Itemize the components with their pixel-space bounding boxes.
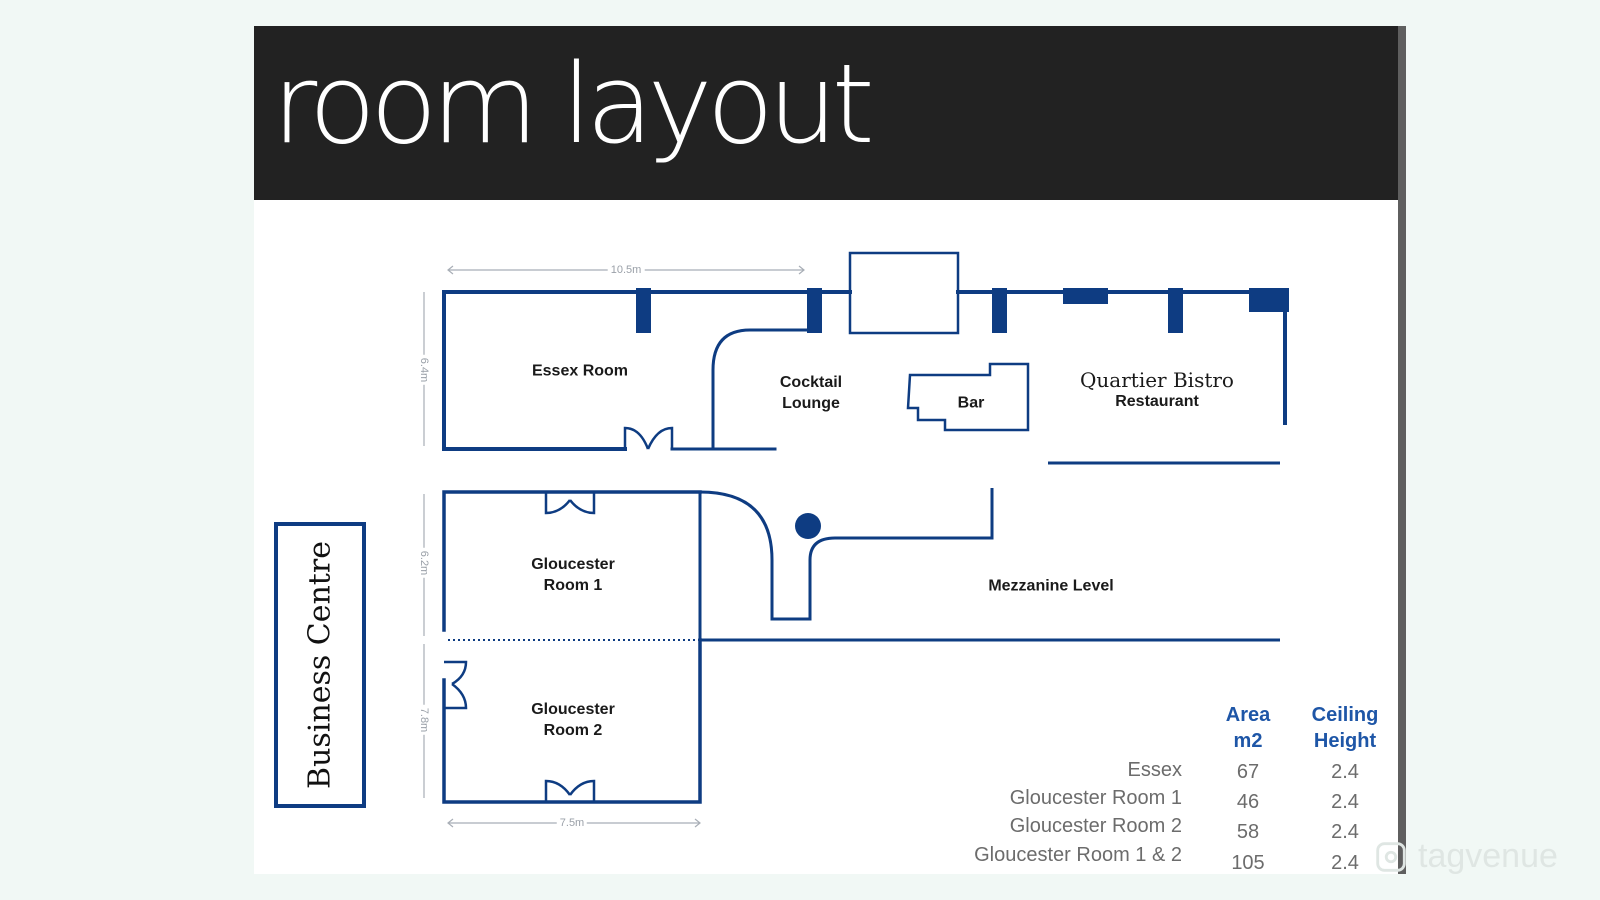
bar-label: Bar xyxy=(957,394,985,412)
g1-door xyxy=(544,492,596,515)
page-title: room layout xyxy=(272,40,875,168)
g2-side-door xyxy=(444,660,468,710)
pillar xyxy=(636,288,651,333)
watermark-text: tagvenue xyxy=(1418,837,1558,875)
g2-door xyxy=(544,779,596,802)
row-height: 2.4 xyxy=(1331,761,1359,783)
dimension-essex-height: 6.4m xyxy=(418,354,430,386)
pillar xyxy=(1168,288,1183,333)
header-bar: room layout xyxy=(254,26,1398,200)
row-name: Gloucester Room 1 & 2 xyxy=(974,844,1182,866)
essex-left-wall xyxy=(442,290,627,451)
quartier-bistro-label: Quartier Bistro Restaurant xyxy=(1080,368,1234,411)
row-height: 2.4 xyxy=(1331,821,1359,843)
gloucester-room-1-label: Gloucester Room 1 xyxy=(531,556,615,594)
essex-room-label: Essex Room xyxy=(531,362,629,380)
row-name: Gloucester Room 1 xyxy=(1009,787,1182,809)
pillar xyxy=(1249,288,1289,312)
display-box xyxy=(848,251,960,335)
cocktail-lounge-label: Cocktail Lounge xyxy=(779,374,843,412)
cocktail-curved-wall xyxy=(711,328,812,449)
essex-door xyxy=(623,426,674,450)
business-centre-label: Business Centre xyxy=(302,541,338,789)
business-centre-box: Business Centre xyxy=(274,522,366,808)
mezzanine-curved-wall xyxy=(699,488,994,621)
tagvenue-logo-icon xyxy=(1376,841,1406,872)
pillar xyxy=(807,288,822,333)
row-area: 105 xyxy=(1231,852,1265,874)
row-height: 2.4 xyxy=(1331,852,1359,874)
mezzanine-level-label: Mezzanine Level xyxy=(988,577,1114,595)
tagvenue-watermark: tagvenue xyxy=(1372,837,1558,876)
row-name: Essex xyxy=(1127,759,1182,781)
page-edge-shadow xyxy=(1398,26,1406,874)
column xyxy=(795,513,821,539)
gloucester-room-2-label: Gloucester Room 2 xyxy=(531,701,615,739)
bar-counter xyxy=(906,362,1030,432)
ceiling-height-header: Ceiling Height xyxy=(1311,704,1379,752)
pillar xyxy=(1063,288,1108,304)
row-name: Gloucester Room 2 xyxy=(1009,815,1182,837)
row-area: 58 xyxy=(1236,821,1260,843)
dimension-g1-height: 6.2m xyxy=(418,547,430,579)
area-header: Area m2 xyxy=(1225,704,1271,752)
dimension-top-width: 10.5m xyxy=(607,264,645,276)
row-height: 2.4 xyxy=(1331,791,1359,813)
row-area: 67 xyxy=(1236,761,1260,783)
gloucester-walls xyxy=(442,490,702,804)
dimension-g2-height: 7.8m xyxy=(418,704,430,736)
row-area: 46 xyxy=(1236,791,1260,813)
pillar xyxy=(992,288,1007,333)
dimension-bottom-width: 7.5m xyxy=(556,817,588,829)
